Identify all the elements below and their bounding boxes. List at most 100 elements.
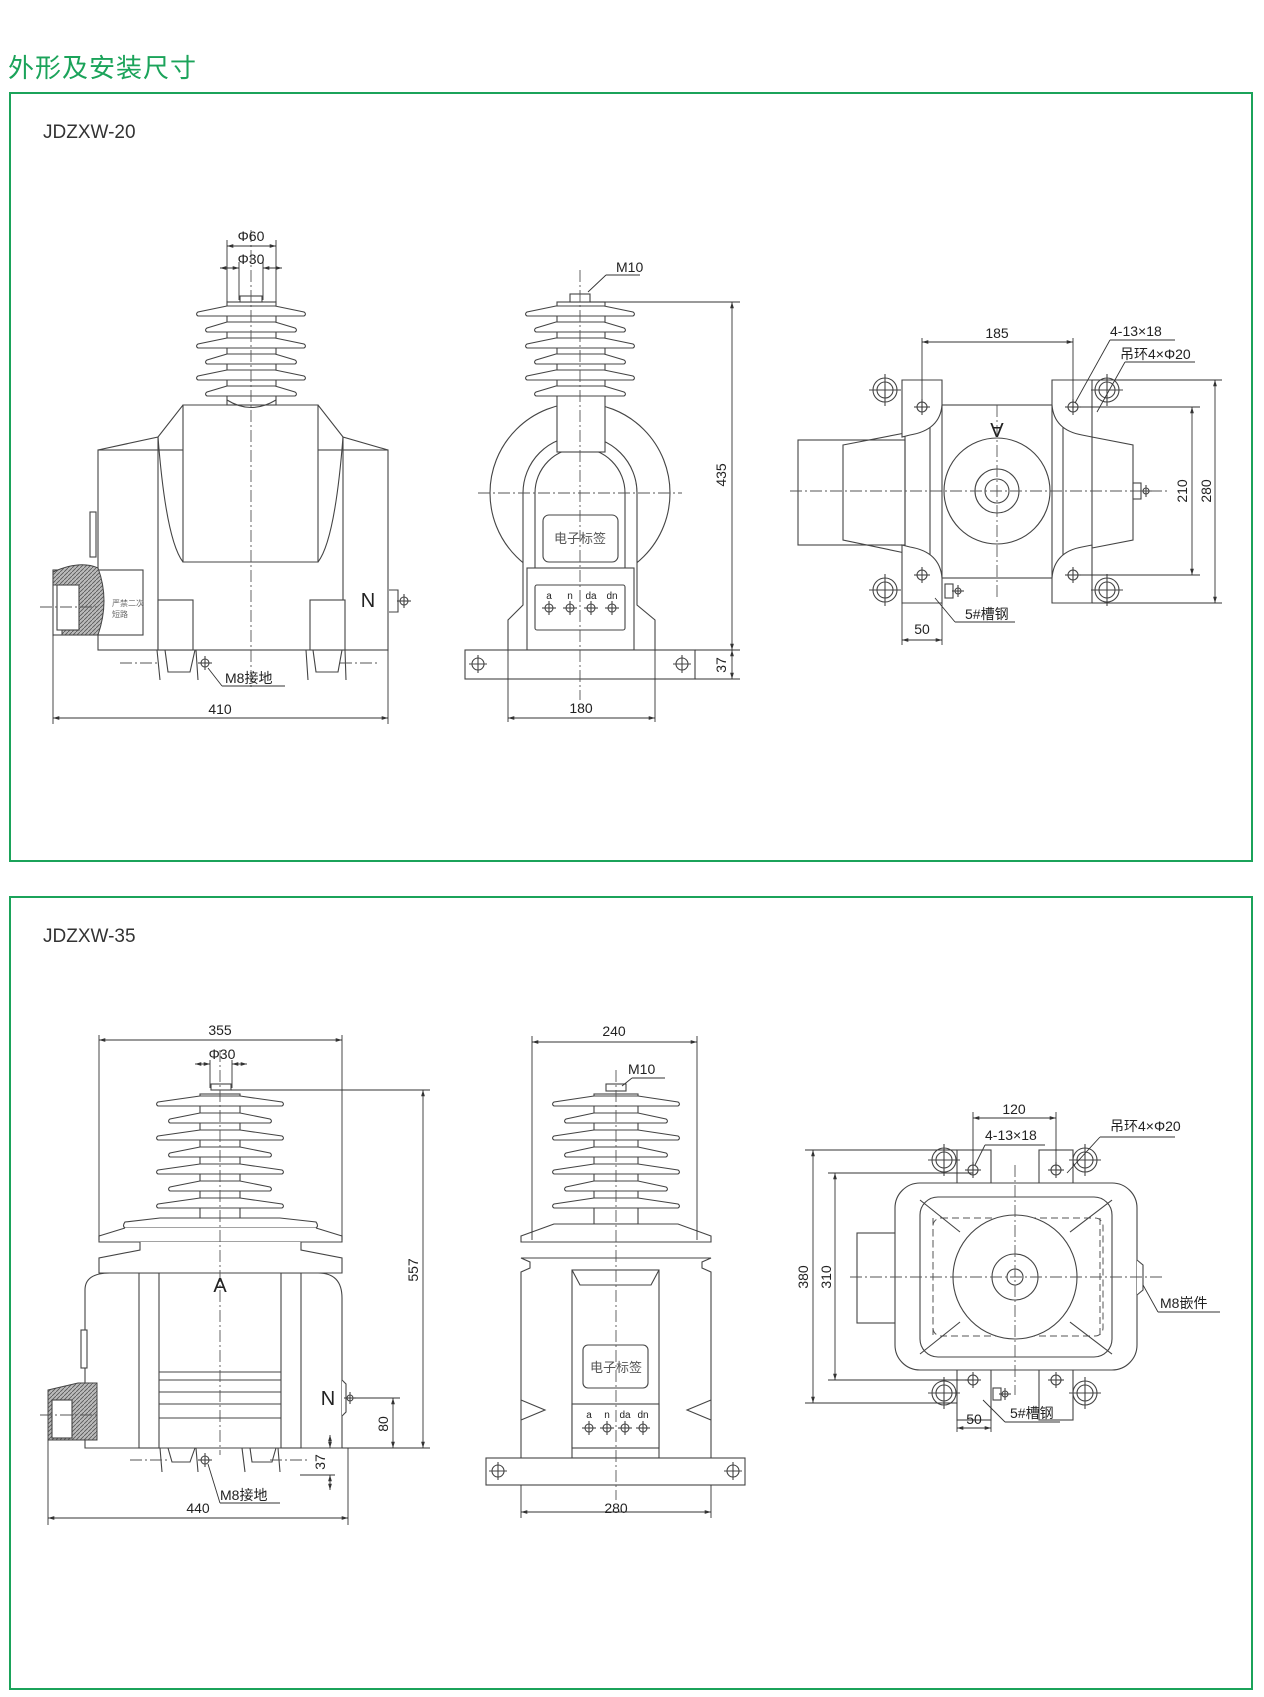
dim-mount-width: 210 — [1174, 479, 1190, 503]
foot-right — [305, 649, 347, 681]
holes-label: 4-13×18 — [985, 1127, 1037, 1143]
top-bolt-label: M10 — [616, 259, 643, 275]
brace — [919, 1199, 961, 1233]
coil-curve — [157, 436, 344, 563]
terminal-da: da — [585, 591, 597, 602]
leader-line — [621, 1077, 633, 1087]
model-title: JDZXW-20 — [43, 122, 136, 143]
leader-line — [982, 1399, 1006, 1423]
dim-phi60: Φ60 — [238, 228, 265, 244]
leader-line — [974, 1144, 986, 1166]
warning-label-2: 短路 — [112, 609, 128, 619]
panel-jdzxw-35: JDZXW-35 — [9, 896, 1253, 1690]
insert-bolt — [1136, 1259, 1144, 1296]
leader-line — [1142, 1284, 1159, 1313]
neutral-side-box — [1091, 436, 1134, 549]
lifting-rings-label: 吊环4×Φ20 — [1120, 346, 1191, 362]
terminal-a: a — [586, 1410, 592, 1421]
leader-line — [587, 274, 607, 293]
secondary-box — [797, 439, 906, 546]
jdzxw35-side-view — [485, 1036, 746, 1518]
insulator-shed — [551, 1163, 681, 1175]
leader-line — [934, 597, 956, 623]
model-title: JDZXW-35 — [43, 926, 136, 947]
brace — [1069, 1199, 1113, 1233]
dim-bolt-spacing: 120 — [1002, 1101, 1026, 1117]
dim-bolt-spacing: 185 — [985, 325, 1009, 341]
secondary-box — [856, 1232, 898, 1324]
insulator-shed — [155, 1197, 285, 1209]
dim-channel-width: 50 — [914, 621, 930, 637]
leader-line — [1096, 361, 1126, 413]
terminal-da: da — [619, 1410, 631, 1421]
terminal-a: a — [546, 591, 552, 602]
label-plate-box — [542, 514, 619, 563]
leg-left — [157, 599, 194, 651]
phase-marker: A — [213, 1275, 227, 1297]
coil-housing — [182, 404, 319, 563]
insert-label: M8嵌件 — [1160, 1295, 1207, 1311]
dim-overall-width: 280 — [1198, 479, 1214, 503]
window-bevel — [571, 1269, 660, 1286]
channel-left — [901, 379, 943, 604]
jdzxw35-front-view — [40, 1035, 430, 1525]
dim-width: 410 — [208, 701, 232, 717]
foot-left — [156, 649, 199, 681]
insulator-shed — [551, 1197, 681, 1209]
dim-width: 180 — [569, 700, 593, 716]
dim-neutral-height: 80 — [375, 1416, 391, 1432]
leader-line — [1074, 339, 1111, 404]
dim-base-height: 37 — [713, 657, 729, 673]
leader-line — [207, 1463, 221, 1504]
tank-body — [84, 1272, 343, 1449]
channel-label: 5#槽钢 — [1010, 1405, 1054, 1421]
dim-height: 435 — [713, 463, 729, 487]
dim-mount-width: 310 — [818, 1265, 834, 1289]
holes-label: 4-13×18 — [1110, 323, 1162, 339]
ground-label: M8接地 — [220, 1487, 267, 1503]
section-title: 外形及安装尺寸 — [8, 54, 198, 84]
dim-height: 557 — [405, 1258, 421, 1282]
panel-jdzxw-20: JDZXW-20 — [9, 92, 1253, 862]
side-plate — [80, 1329, 88, 1369]
terminal-dn: dn — [606, 591, 617, 602]
dim-channel-width: 50 — [966, 1411, 982, 1427]
label-plate: 电子标签 — [590, 1360, 642, 1376]
lifting-rings-label: 吊环4×Φ20 — [1110, 1118, 1181, 1134]
terminal-dn: dn — [637, 1410, 648, 1421]
terminal-n: n — [567, 591, 573, 602]
insulator-shed — [155, 1163, 285, 1175]
label-plate: 电子标签 — [554, 531, 606, 547]
insulator-shed — [195, 337, 307, 349]
neutral-label: N — [361, 590, 375, 612]
insulator-shed — [98, 1227, 343, 1243]
insulator-shed — [98, 1242, 343, 1274]
side-plate — [89, 511, 97, 558]
phase-marker: A — [990, 418, 1004, 440]
base-plate — [485, 1457, 746, 1486]
dim-overall-width: 380 — [795, 1265, 811, 1289]
leader-line — [207, 667, 223, 687]
body-fins — [520, 1399, 712, 1421]
dim-phi30: Φ30 — [238, 251, 265, 267]
leader-line — [1066, 1136, 1101, 1174]
dim-width: 440 — [186, 1500, 210, 1516]
leg-right — [309, 599, 346, 651]
dim-base-height: 37 — [312, 1454, 328, 1470]
ground-label: M8接地 — [225, 670, 272, 686]
insulator-base — [226, 399, 277, 409]
ground-bolt — [944, 583, 954, 599]
insulator-shed — [122, 1217, 319, 1229]
dim-width: 280 — [604, 1500, 628, 1516]
pillar-right — [280, 1272, 302, 1449]
jdzxw20-side-view — [464, 270, 740, 722]
pillar-left — [138, 1272, 160, 1449]
jdzxw20-front-view — [40, 230, 411, 724]
dim-top-width: 355 — [208, 1022, 232, 1038]
jdzxw20-top-view — [790, 338, 1222, 645]
label-plate-box — [582, 1344, 649, 1389]
brace — [1069, 1321, 1113, 1355]
terminal-window — [56, 584, 80, 631]
channel-label: 5#槽钢 — [965, 606, 1009, 622]
insulator-shed — [524, 337, 636, 349]
